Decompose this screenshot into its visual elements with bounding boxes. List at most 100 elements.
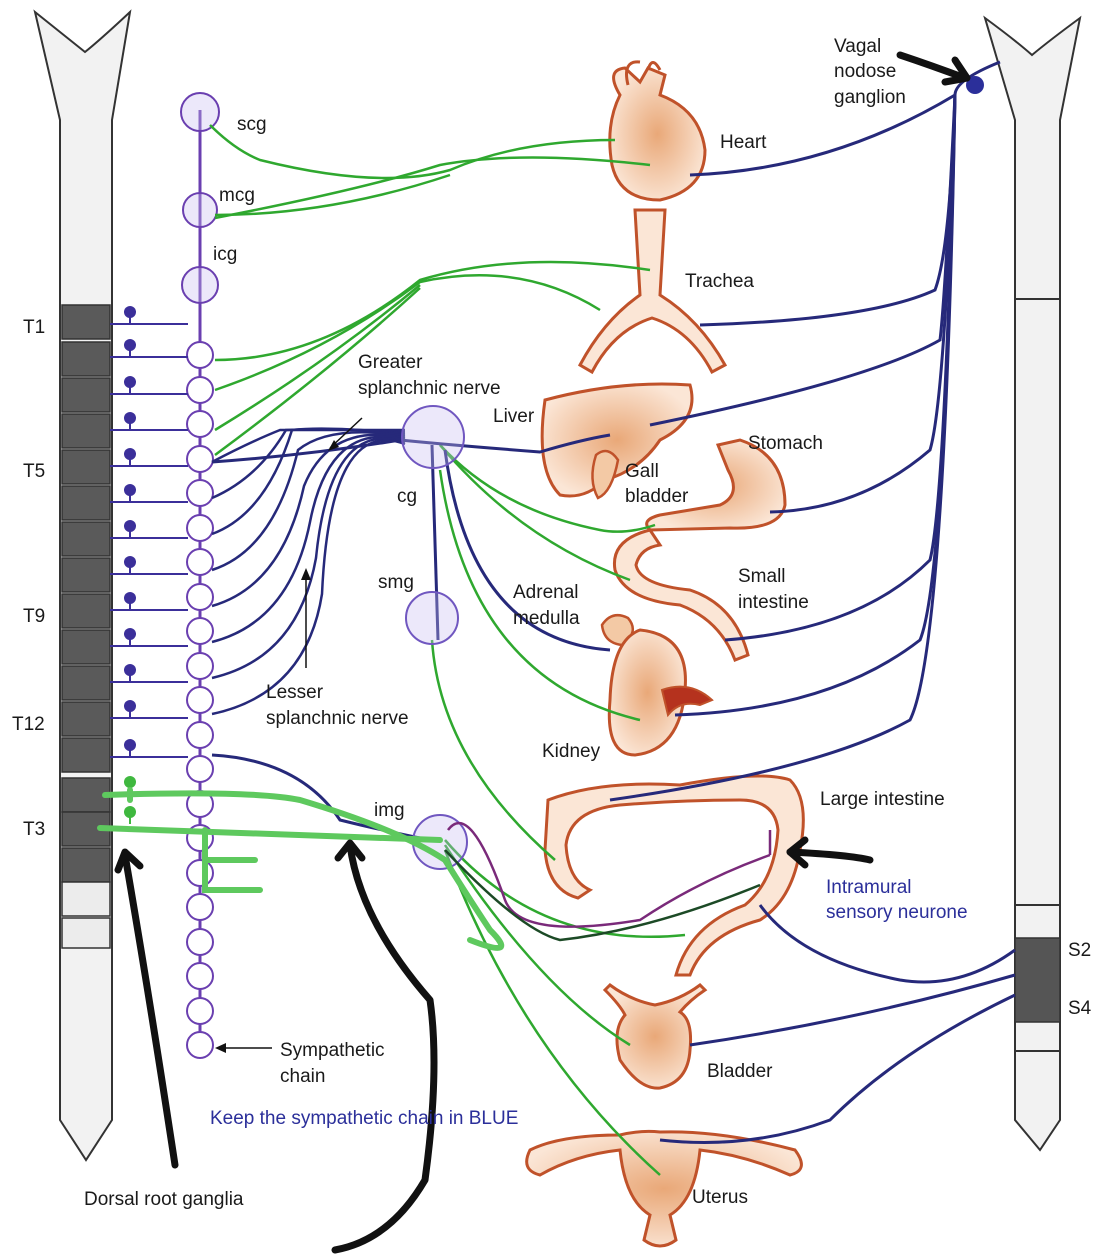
sympathetic-fibres xyxy=(210,125,685,1175)
chain-ganglion xyxy=(187,515,213,541)
dorsal-root-ganglion xyxy=(124,484,136,496)
segment-t3: T3 xyxy=(23,819,45,840)
dorsal-root-ganglion xyxy=(124,806,136,818)
label-liver: Liver xyxy=(493,406,535,427)
label-lesser-splanchnic-line2: splanchnic nerve xyxy=(266,708,409,729)
cord-segment xyxy=(62,558,110,592)
sacral-segment-block xyxy=(1015,938,1060,1022)
label-intramural-line1: Intramural xyxy=(826,877,912,898)
chain-ganglion xyxy=(187,963,213,989)
chain-ganglion xyxy=(187,480,213,506)
cord-segment xyxy=(62,666,110,700)
dorsal-root-ganglion xyxy=(124,739,136,751)
cord-segment xyxy=(62,378,110,412)
cord-segment xyxy=(62,486,110,520)
chain-ganglion xyxy=(187,1032,213,1058)
dorsal-root-ganglion xyxy=(124,448,136,460)
label-intramural-line2: sensory neurone xyxy=(826,902,968,923)
label-greater-splanchnic-line2: splanchnic nerve xyxy=(358,378,501,399)
chain-ganglion xyxy=(187,653,213,679)
cord-segment xyxy=(62,848,110,882)
chain-ganglion xyxy=(187,342,213,368)
chain-ganglion xyxy=(187,894,213,920)
dorsal-root-ganglion xyxy=(124,700,136,712)
label-small-intestine-line2: intestine xyxy=(738,592,809,613)
chain-ganglion xyxy=(187,687,213,713)
chain-ganglion xyxy=(187,860,213,886)
chain-ganglion xyxy=(187,929,213,955)
dorsal-root-ganglion xyxy=(124,339,136,351)
label-dorsal-root-ganglia: Dorsal root ganglia xyxy=(84,1189,244,1210)
label-scg: scg xyxy=(237,114,267,135)
cord-segment xyxy=(62,702,110,736)
label-icg: icg xyxy=(213,244,237,265)
label-vagal-line3: ganglion xyxy=(834,87,906,108)
dorsal-root-ganglia-group xyxy=(110,306,188,824)
cord-segment xyxy=(62,342,110,376)
cord-segment xyxy=(62,594,110,628)
label-gall-bladder-line2: bladder xyxy=(625,486,689,507)
chain-ganglion xyxy=(187,549,213,575)
chain-ganglion xyxy=(187,722,213,748)
label-small-intestine-line1: Small xyxy=(738,566,786,587)
organ-gall-bladder xyxy=(592,451,618,498)
organ-large-intestine xyxy=(545,776,803,975)
chain-ganglion xyxy=(187,411,213,437)
cervical-ganglion xyxy=(183,193,217,227)
dorsal-root-ganglion xyxy=(124,628,136,640)
organ-uterus xyxy=(527,1131,802,1246)
label-stomach: Stomach xyxy=(748,433,823,454)
cord-segment xyxy=(62,522,110,556)
left-spinal-cord xyxy=(35,12,130,1160)
dorsal-root-ganglion xyxy=(124,776,136,788)
parasympathetic-fibres xyxy=(212,62,1015,1143)
cord-segment xyxy=(62,918,110,948)
label-adrenal-line1: Adrenal xyxy=(513,582,579,603)
cervical-ganglion xyxy=(181,93,219,131)
label-trachea: Trachea xyxy=(685,271,754,292)
cord-segment xyxy=(62,414,110,448)
organ-bladder xyxy=(605,985,705,1088)
label-mcg: mcg xyxy=(219,185,255,206)
label-bladder: Bladder xyxy=(707,1061,773,1082)
label-cg: cg xyxy=(397,486,417,507)
splanchnic-nerves xyxy=(212,429,405,714)
label-smg: smg xyxy=(378,572,414,593)
cord-segment xyxy=(62,738,110,772)
label-uterus: Uterus xyxy=(692,1187,748,1208)
cord-segment xyxy=(62,882,110,916)
chain-ganglion xyxy=(187,618,213,644)
sympathetic-chain xyxy=(181,93,219,1058)
cord-segment xyxy=(62,305,110,339)
ganglion-smg-circle xyxy=(406,592,458,644)
label-large-intestine: Large intestine xyxy=(820,789,945,810)
cord-segment xyxy=(62,630,110,664)
dorsal-root-ganglion xyxy=(124,376,136,388)
segment-t1: T1 xyxy=(23,317,45,338)
organ-liver xyxy=(542,384,692,496)
segment-s2: S2 xyxy=(1068,940,1091,961)
chain-ganglion xyxy=(187,377,213,403)
segment-t9: T9 xyxy=(23,606,45,627)
arrow-to-dorsal-root-ganglia xyxy=(125,855,175,1165)
chain-ganglion xyxy=(187,446,213,472)
dorsal-root-ganglion xyxy=(124,306,136,318)
label-vagal-line1: Vagal xyxy=(834,36,881,57)
dorsal-root-ganglion xyxy=(124,664,136,676)
chain-ganglion xyxy=(187,756,213,782)
hand-drawn-black-arrows xyxy=(118,55,967,1250)
ganglion-cg-circle xyxy=(402,406,464,468)
chain-ganglion xyxy=(187,998,213,1024)
dorsal-root-ganglion xyxy=(124,592,136,604)
cervical-ganglion xyxy=(182,267,218,303)
label-adrenal-line2: medulla xyxy=(513,608,580,629)
label-sympathetic-chain-line2: chain xyxy=(280,1066,325,1087)
label-sympathetic-chain-line1: Sympathetic xyxy=(280,1040,385,1061)
pointer-arrows xyxy=(220,418,362,1048)
dorsal-root-ganglion xyxy=(124,520,136,532)
dorsal-root-ganglion xyxy=(124,556,136,568)
label-img: img xyxy=(374,800,405,821)
organ-kidney xyxy=(609,630,712,755)
